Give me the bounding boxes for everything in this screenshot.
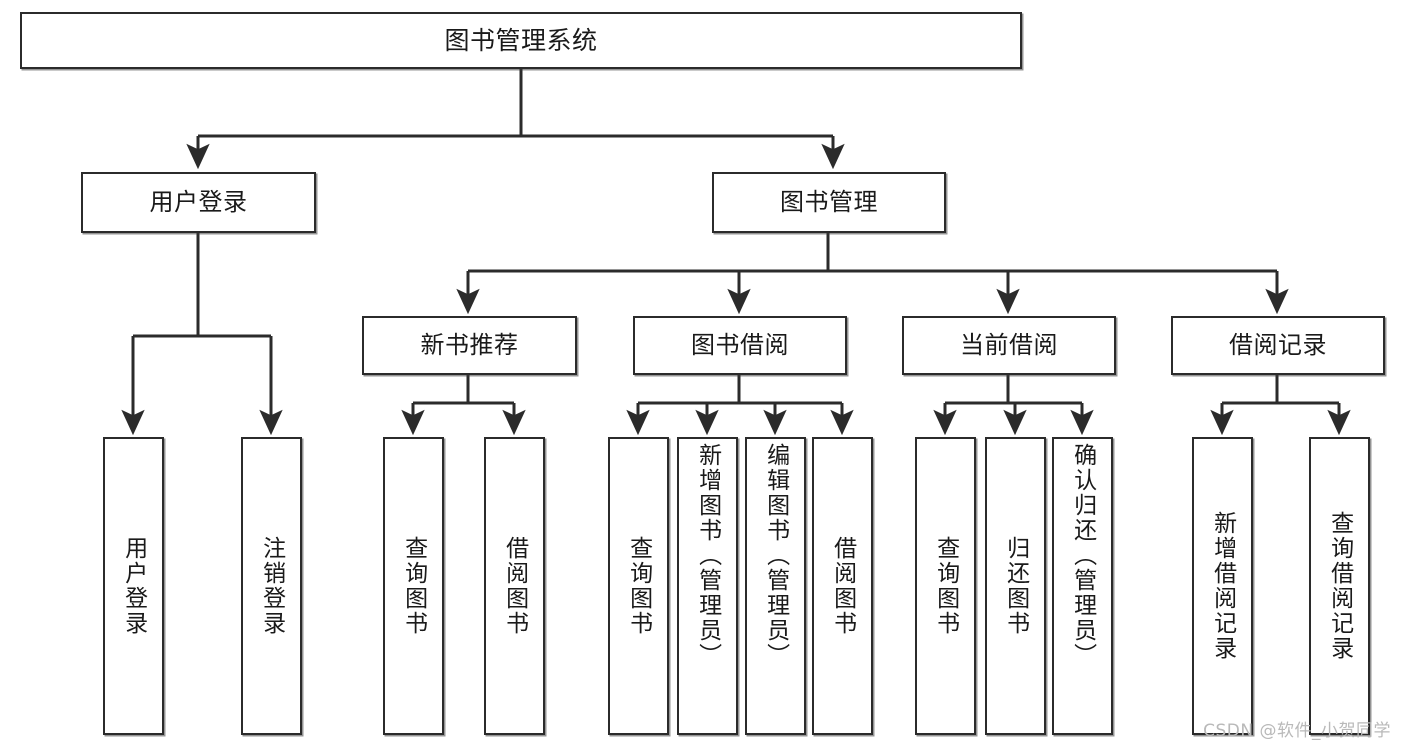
node-label: 查询借阅记录	[1326, 511, 1353, 661]
node-root-book-management-system[interactable]: 图书管理系统	[20, 12, 1022, 69]
node-label: 当前借阅	[960, 331, 1058, 360]
node-label: 借阅图书	[501, 536, 528, 636]
node-label: 用户登录	[120, 536, 147, 636]
node-label: 编辑图书（管理员）	[762, 443, 789, 668]
node-label: 新增图书（管理员）	[694, 443, 721, 668]
node-label: 图书借阅	[691, 331, 789, 360]
node-label: 借阅图书	[829, 536, 856, 636]
leaf-query-book-borrow[interactable]: 查询图书	[608, 437, 669, 735]
leaf-query-borrow-record[interactable]: 查询借阅记录	[1309, 437, 1370, 735]
node-label: 查询图书	[400, 536, 427, 636]
node-label: 借阅记录	[1229, 331, 1327, 360]
node-book-borrow[interactable]: 图书借阅	[633, 316, 847, 375]
node-user-login[interactable]: 用户登录	[81, 172, 316, 233]
leaf-confirm-return-admin[interactable]: 确认归还（管理员）	[1052, 437, 1113, 735]
node-new-book-recommend[interactable]: 新书推荐	[362, 316, 577, 375]
node-borrow-record[interactable]: 借阅记录	[1171, 316, 1385, 375]
csdn-watermark: CSDN @软件_小贺同学	[1203, 721, 1391, 741]
node-label: 归还图书	[1002, 536, 1029, 636]
leaf-logout-login[interactable]: 注销登录	[241, 437, 302, 735]
leaf-user-login[interactable]: 用户登录	[103, 437, 164, 735]
node-label: 新书推荐	[420, 331, 519, 360]
node-label: 图书管理	[780, 188, 878, 217]
leaf-query-book-recommend[interactable]: 查询图书	[383, 437, 444, 735]
node-label: 用户登录	[149, 188, 248, 217]
leaf-return-book[interactable]: 归还图书	[985, 437, 1046, 735]
node-label: 新增借阅记录	[1209, 511, 1236, 661]
node-label: 图书管理系统	[444, 25, 598, 55]
leaf-borrow-book[interactable]: 借阅图书	[812, 437, 873, 735]
leaf-edit-book-admin[interactable]: 编辑图书（管理员）	[745, 437, 806, 735]
node-current-borrow[interactable]: 当前借阅	[902, 316, 1116, 375]
leaf-add-book-admin[interactable]: 新增图书（管理员）	[677, 437, 738, 735]
leaf-borrow-book-recommend[interactable]: 借阅图书	[484, 437, 545, 735]
node-label: 确认归还（管理员）	[1069, 443, 1096, 668]
node-label: 注销登录	[258, 536, 285, 636]
leaf-add-borrow-record[interactable]: 新增借阅记录	[1192, 437, 1253, 735]
node-book-management[interactable]: 图书管理	[712, 172, 946, 233]
leaf-query-book-current[interactable]: 查询图书	[915, 437, 976, 735]
node-label: 查询图书	[932, 536, 959, 636]
node-label: 查询图书	[625, 536, 652, 636]
